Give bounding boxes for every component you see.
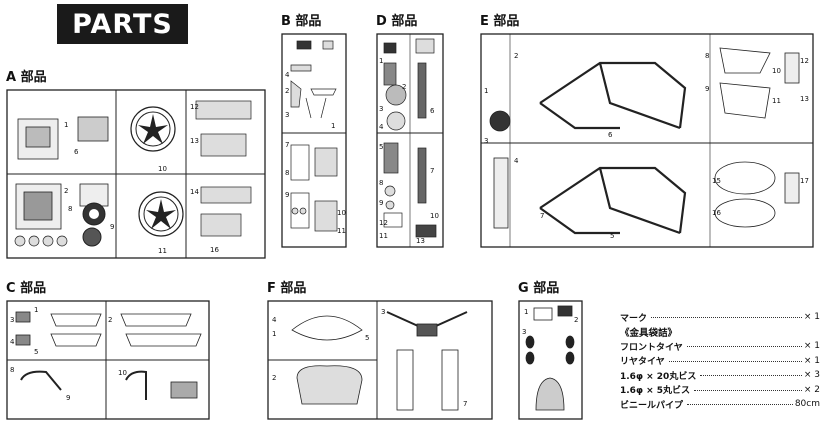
svg-text:10: 10 <box>337 209 346 217</box>
svg-text:1: 1 <box>524 308 528 316</box>
svg-text:4: 4 <box>379 123 384 131</box>
svg-text:9: 9 <box>110 223 114 231</box>
svg-text:6: 6 <box>608 131 613 139</box>
parts-list-row: マーク× 1 <box>620 310 820 324</box>
svg-text:12: 12 <box>379 219 388 227</box>
svg-text:1: 1 <box>379 57 383 65</box>
svg-text:11: 11 <box>379 232 388 240</box>
svg-text:8: 8 <box>10 366 14 374</box>
sprue-g: 1 2 3 <box>518 300 583 420</box>
svg-text:6: 6 <box>74 148 79 156</box>
svg-text:4: 4 <box>10 338 15 346</box>
parts-list-row: フロントタイヤ× 1 <box>620 339 820 353</box>
svg-text:3: 3 <box>522 328 526 336</box>
svg-text:3: 3 <box>484 137 488 145</box>
section-a-label: A 部品 <box>6 70 47 85</box>
svg-text:15: 15 <box>712 177 721 185</box>
section-f-label: F 部品 <box>267 281 307 296</box>
sprue-b: 4 2 3 1 7 8 9 10 11 <box>281 33 347 248</box>
svg-text:2: 2 <box>108 316 112 324</box>
svg-text:3: 3 <box>379 105 383 113</box>
svg-text:14: 14 <box>190 188 199 196</box>
parts-list-row: 1.6φ × 20丸ビス× 3 <box>620 368 820 382</box>
svg-text:10: 10 <box>772 67 781 75</box>
sprue-c: 1 3 4 5 2 8 9 10 <box>6 300 210 420</box>
svg-text:2: 2 <box>574 316 578 324</box>
svg-text:9: 9 <box>379 199 383 207</box>
svg-text:6: 6 <box>430 107 435 115</box>
svg-text:7: 7 <box>285 141 289 149</box>
svg-text:1: 1 <box>331 122 335 130</box>
svg-text:12: 12 <box>800 57 809 65</box>
svg-text:12: 12 <box>190 103 199 111</box>
svg-text:2: 2 <box>285 87 289 95</box>
svg-text:1: 1 <box>64 121 68 129</box>
svg-text:11: 11 <box>337 227 346 235</box>
svg-text:8: 8 <box>285 169 289 177</box>
svg-text:10: 10 <box>158 165 167 173</box>
section-e-label: E 部品 <box>480 14 520 29</box>
svg-text:3: 3 <box>381 308 385 316</box>
svg-text:9: 9 <box>66 394 70 402</box>
section-b-label: B 部品 <box>281 14 322 29</box>
svg-text:1: 1 <box>484 87 488 95</box>
svg-text:8: 8 <box>705 52 709 60</box>
svg-text:8: 8 <box>379 179 383 187</box>
svg-text:1: 1 <box>272 330 276 338</box>
parts-list-row: リヤタイヤ× 1 <box>620 354 820 368</box>
svg-text:11: 11 <box>158 247 167 255</box>
svg-text:3: 3 <box>285 111 289 119</box>
svg-text:5: 5 <box>379 143 383 151</box>
svg-text:4: 4 <box>272 316 277 324</box>
parts-title: PARTS <box>57 4 188 44</box>
svg-text:10: 10 <box>430 212 439 220</box>
svg-text:16: 16 <box>210 246 219 254</box>
svg-text:7: 7 <box>430 167 434 175</box>
svg-text:2: 2 <box>402 83 406 91</box>
svg-text:2: 2 <box>272 374 276 382</box>
svg-text:7: 7 <box>540 212 544 220</box>
svg-text:16: 16 <box>712 209 721 217</box>
svg-text:10: 10 <box>118 369 127 377</box>
svg-text:5: 5 <box>365 334 369 342</box>
svg-text:5: 5 <box>34 348 38 356</box>
svg-text:9: 9 <box>705 85 709 93</box>
svg-text:5: 5 <box>610 232 614 240</box>
svg-text:11: 11 <box>772 97 781 105</box>
svg-text:4: 4 <box>514 157 519 165</box>
svg-text:13: 13 <box>190 137 199 145</box>
svg-text:13: 13 <box>416 237 425 245</box>
svg-text:9: 9 <box>285 191 289 199</box>
section-g-label: G 部品 <box>518 281 560 296</box>
sprue-f: 4 1 5 2 3 7 <box>267 300 493 420</box>
svg-text:17: 17 <box>800 177 809 185</box>
svg-text:1: 1 <box>34 306 38 314</box>
svg-text:3: 3 <box>10 316 14 324</box>
section-d-label: D 部品 <box>376 14 418 29</box>
section-c-label: C 部品 <box>6 281 47 296</box>
parts-list-row: 1.6φ × 5丸ビス× 2 <box>620 383 820 397</box>
parts-list: マーク× 1 《金具袋詰》 フロントタイヤ× 1 リヤタイヤ× 1 1.6φ ×… <box>620 310 824 412</box>
svg-text:13: 13 <box>800 95 809 103</box>
parts-list-group-heading: 《金具袋詰》 <box>620 324 824 340</box>
svg-text:2: 2 <box>514 52 518 60</box>
svg-text:2: 2 <box>64 187 68 195</box>
svg-text:4: 4 <box>285 71 290 79</box>
svg-text:7: 7 <box>463 400 467 408</box>
svg-text:8: 8 <box>68 205 72 213</box>
